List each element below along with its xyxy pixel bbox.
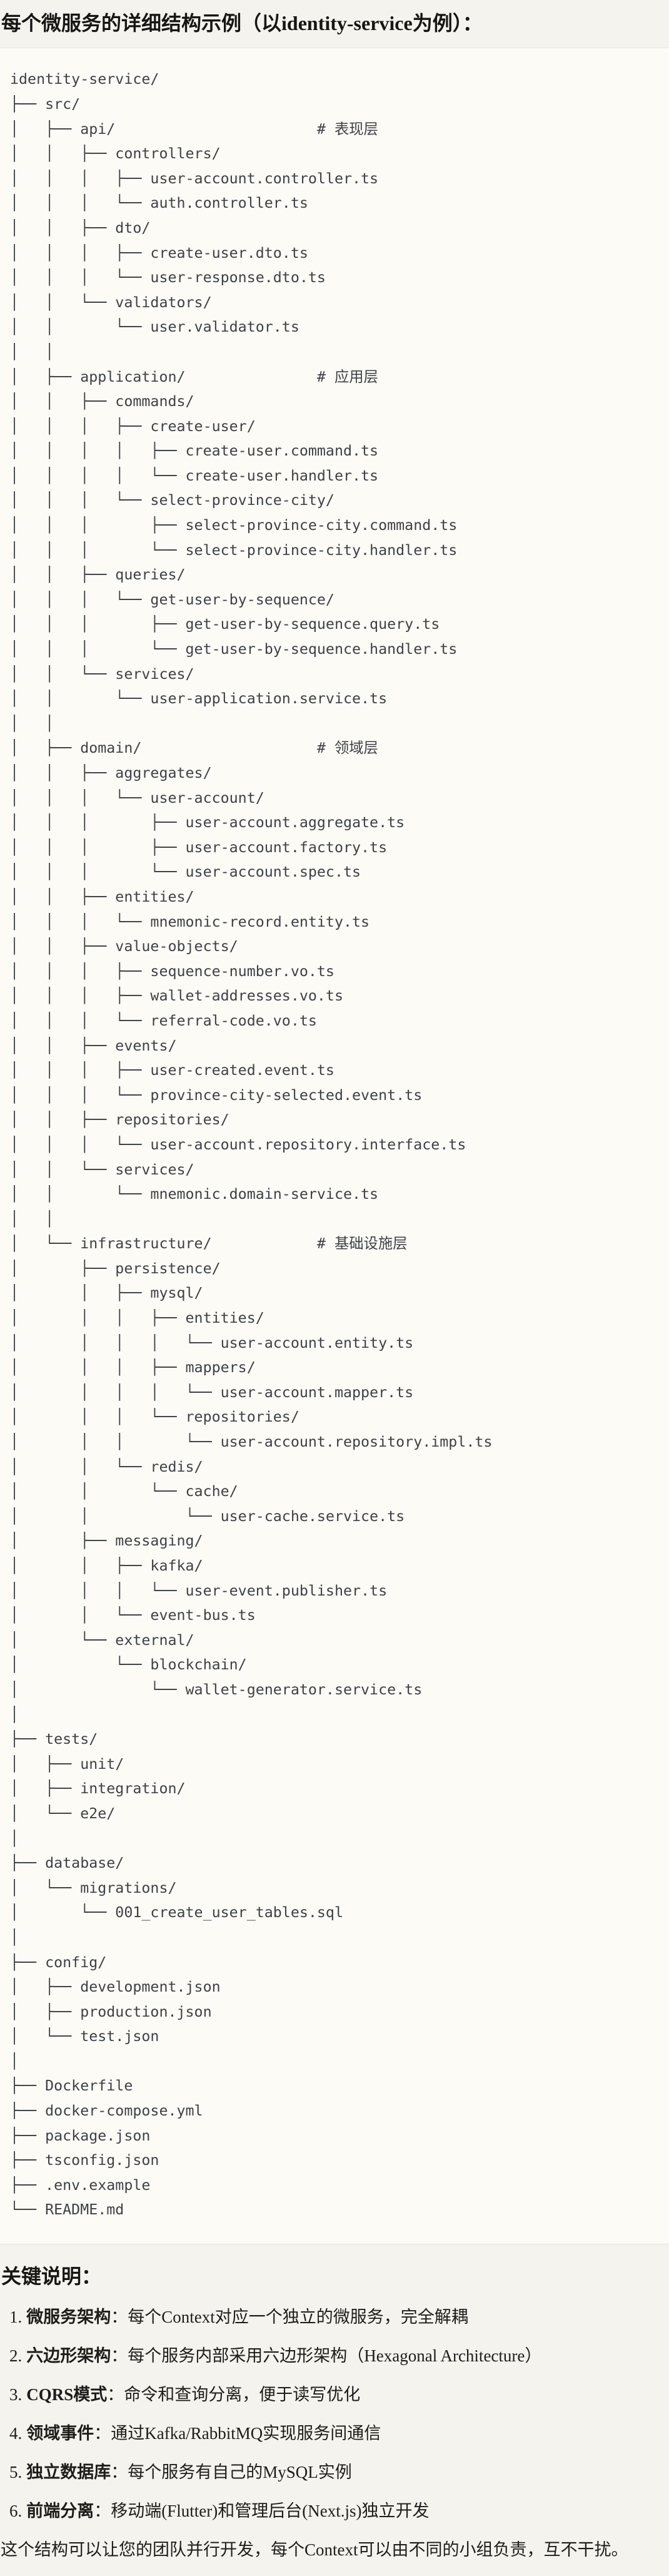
note-item: 6.前端分离：移动端(Flutter)和管理后台(Next.js)独立开发 xyxy=(9,2500,669,2522)
note-item: 1.微服务架构：每个Context对应一个独立的微服务，完全解耦 xyxy=(9,2306,669,2328)
note-label: 领域事件 xyxy=(26,2424,94,2443)
note-item: 4.领域事件：通过Kafka/RabbitMQ实现服务间通信 xyxy=(9,2422,669,2445)
page-title: 每个微服务的详细结构示例（以identity-service为例）： xyxy=(1,12,483,34)
note-text: ：每个服务有自己的MySQL实例 xyxy=(111,2463,352,2482)
note-item: 5.独立数据库：每个服务有自己的MySQL实例 xyxy=(9,2461,669,2483)
note-text: ：通过Kafka/RabbitMQ实现服务间通信 xyxy=(94,2424,381,2443)
note-number: 4. xyxy=(9,2424,23,2443)
note-label: 六边形架构 xyxy=(26,2346,111,2366)
note-number: 5. xyxy=(9,2463,23,2482)
note-label: 微服务架构 xyxy=(26,2308,111,2327)
note-text: ：每个Context对应一个独立的微服务，完全解耦 xyxy=(111,2308,468,2327)
directory-tree-code-block: identity-service/ ├── src/ │ ├── api/ # … xyxy=(0,48,669,2245)
note-label: CQRS模式 xyxy=(26,2385,108,2405)
closing-paragraph: 这个结构可以让您的团队并行开发，每个Context可以由不同的小组负责，互不干扰… xyxy=(1,2540,628,2560)
note-text: ：移动端(Flutter)和管理后台(Next.js)独立开发 xyxy=(94,2502,430,2521)
note-item: 3.CQRS模式：命令和查询分离，便于读写优化 xyxy=(9,2383,669,2406)
note-item: 2.六边形架构：每个服务内部采用六边形架构（Hexagonal Architec… xyxy=(9,2344,669,2367)
notes-heading: 关键说明： xyxy=(1,2265,102,2288)
note-label: 前端分离 xyxy=(26,2502,94,2521)
directory-tree: identity-service/ ├── src/ │ ├── api/ # … xyxy=(10,71,493,2219)
note-number: 6. xyxy=(9,2502,23,2521)
note-number: 1. xyxy=(9,2308,23,2327)
note-number: 2. xyxy=(9,2346,23,2366)
note-text: ：命令和查询分离，便于读写优化 xyxy=(107,2385,361,2405)
note-number: 3. xyxy=(9,2385,23,2405)
note-label: 独立数据库 xyxy=(26,2463,111,2482)
note-text: ：每个服务内部采用六边形架构（Hexagonal Architecture） xyxy=(111,2346,542,2366)
